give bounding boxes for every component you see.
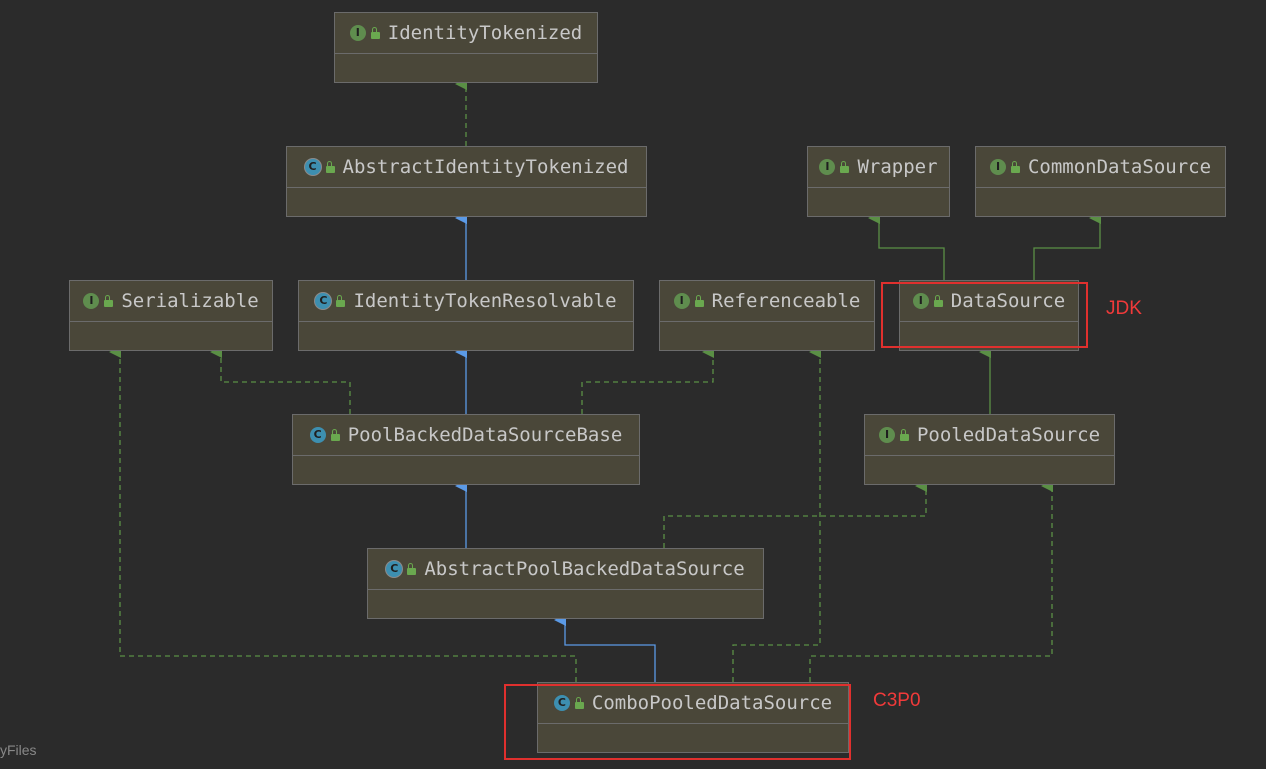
- interface-icon: I: [349, 25, 366, 41]
- lock-icon: [1010, 160, 1020, 173]
- interface-icon: I: [819, 159, 836, 175]
- lock-icon: [336, 294, 346, 307]
- lock-icon: [370, 26, 380, 39]
- node-pooleddatasource[interactable]: I PooledDataSource: [864, 414, 1115, 485]
- node-combopooleddatasource[interactable]: C ComboPooledDataSource: [537, 682, 849, 753]
- node-label: Serializable: [121, 290, 259, 312]
- class-icon: C: [309, 427, 326, 443]
- abstract-class-icon: C: [386, 561, 403, 577]
- node-label: AbstractIdentityTokenized: [342, 156, 629, 178]
- jdk-highlight-box: [881, 282, 1088, 348]
- node-identitytokenresolvable[interactable]: C IdentityTokenResolvable: [298, 280, 634, 351]
- class-icon: C: [553, 695, 570, 711]
- node-label: IdentityTokenized: [387, 22, 583, 44]
- node-label: IdentityTokenResolvable: [353, 290, 617, 312]
- node-commondatasource[interactable]: I CommonDataSource: [975, 146, 1226, 217]
- lock-icon: [330, 428, 340, 441]
- c3p0-label: C3P0: [873, 690, 921, 711]
- node-poolbackeddatasourcebase[interactable]: C PoolBackedDataSourceBase: [292, 414, 640, 485]
- interface-icon: I: [989, 159, 1006, 175]
- node-label: PooledDataSource: [916, 424, 1101, 446]
- node-label: DataSource: [950, 290, 1066, 312]
- node-abstractidentitytokenized[interactable]: C AbstractIdentityTokenized: [286, 146, 647, 217]
- lock-icon: [694, 294, 704, 307]
- interface-icon: I: [878, 427, 895, 443]
- edge-poolbacked-referenceable: [581, 346, 714, 414]
- node-label: ComboPooledDataSource: [591, 692, 833, 714]
- edge-combo-serializable: [109, 346, 577, 682]
- jdk-label: JDK: [1106, 298, 1142, 319]
- yfiles-watermark: yFiles: [0, 742, 37, 758]
- lock-icon: [325, 160, 335, 173]
- node-label: Wrapper: [857, 156, 938, 178]
- edge-datasource-wrapper: [868, 212, 945, 280]
- edge-abstractpoolbacked-pooleddatasource: [663, 480, 927, 548]
- lock-icon: [899, 428, 909, 441]
- interface-icon: I: [912, 293, 929, 309]
- node-label: Referenceable: [711, 290, 861, 312]
- edge-combo-pooleddatasource: [809, 480, 1053, 682]
- edge-combo-referenceable: [732, 346, 821, 682]
- node-identitytokenized[interactable]: I IdentityTokenized: [334, 12, 598, 83]
- edge-combo-abstractpoolbacked: [554, 614, 656, 682]
- node-abstractpoolbackeddatasource[interactable]: C AbstractPoolBackedDataSource: [367, 548, 764, 619]
- edge-poolbacked-serializable: [210, 346, 351, 414]
- node-referenceable[interactable]: I Referenceable: [659, 280, 875, 351]
- node-wrapper[interactable]: I Wrapper: [807, 146, 950, 217]
- node-label: PoolBackedDataSourceBase: [347, 424, 623, 446]
- abstract-class-icon: C: [315, 293, 332, 309]
- lock-icon: [933, 294, 943, 307]
- interface-icon: I: [83, 293, 100, 309]
- node-serializable[interactable]: I Serializable: [69, 280, 273, 351]
- node-datasource[interactable]: I DataSource: [899, 280, 1079, 351]
- lock-icon: [840, 160, 850, 173]
- node-label: CommonDataSource: [1027, 156, 1212, 178]
- interface-icon: I: [673, 293, 690, 309]
- lock-icon: [104, 294, 114, 307]
- abstract-class-icon: C: [304, 159, 321, 175]
- c3p0-highlight-box: [504, 684, 851, 760]
- node-label: AbstractPoolBackedDataSource: [424, 558, 745, 580]
- edge-datasource-commondatasource: [1033, 212, 1101, 280]
- lock-icon: [407, 562, 417, 575]
- lock-icon: [574, 696, 584, 709]
